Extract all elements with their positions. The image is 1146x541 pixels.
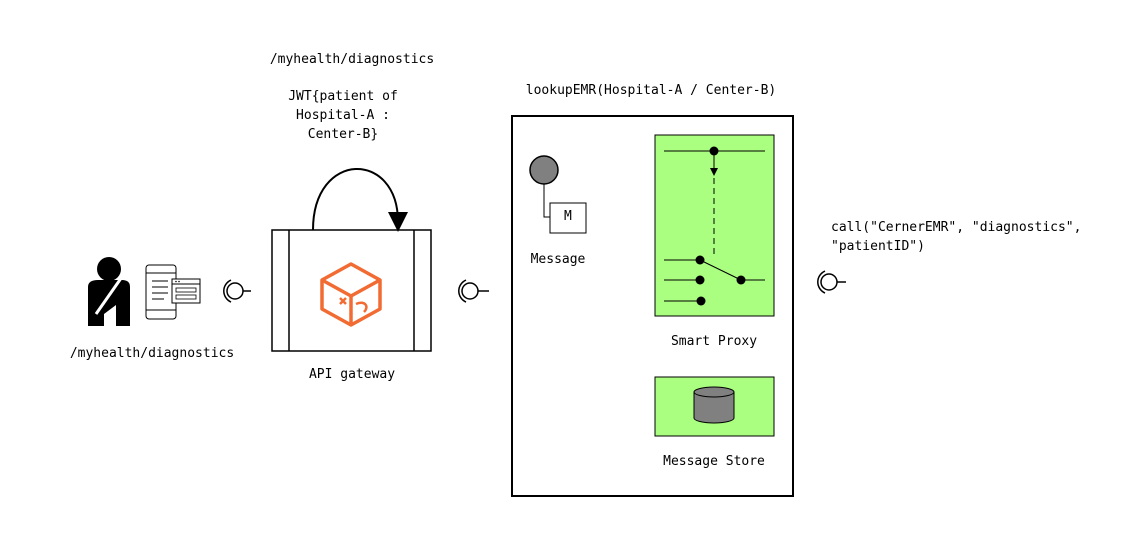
smart-proxy-box — [654, 134, 775, 317]
message-store-box — [654, 376, 775, 437]
gateway-label: API gateway — [308, 367, 396, 382]
user-label: /myhealth/diagnostics — [69, 346, 235, 361]
interface-symbol-3 — [817, 270, 846, 294]
message-node — [529, 155, 587, 234]
api-gateway-icon — [320, 262, 382, 327]
lookup-label: lookupEMR(Hospital-A / Center-B) — [525, 83, 777, 98]
top-request-path: /myhealth/diagnostics — [269, 52, 435, 67]
user-icon — [88, 257, 130, 326]
jwt-label: JWT{patient of Hospital-A : Center-B} — [288, 89, 398, 142]
self-loop-arrow — [312, 168, 408, 232]
database-icon — [693, 386, 735, 424]
smart-proxy-label: Smart Proxy — [670, 334, 758, 349]
message-badge: M — [564, 209, 572, 224]
api-gateway-box — [271, 229, 432, 352]
interface-symbol-1 — [223, 279, 251, 303]
interface-symbol-2 — [458, 279, 489, 303]
call-label: call("CernerEMR", "diagnostics", "patien… — [831, 220, 1082, 254]
mobile-app-icon — [145, 264, 201, 320]
message-store-label: Message Store — [663, 454, 765, 469]
message-label: Message — [530, 252, 586, 267]
